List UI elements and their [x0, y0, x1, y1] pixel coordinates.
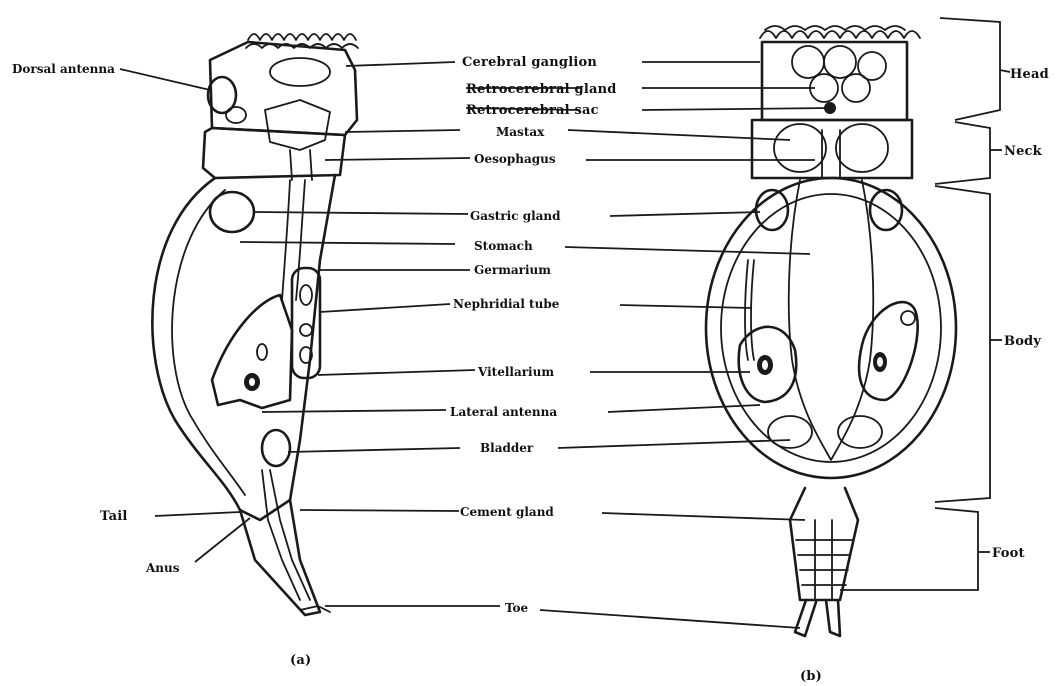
- label-mastax: Mastax: [496, 125, 545, 139]
- label-germarium: Germarium: [474, 263, 551, 277]
- label-dorsal-antenna: Dorsal antenna: [12, 62, 115, 76]
- caption-b: (b): [800, 669, 822, 684]
- label-cement-gland: Cement gland: [460, 505, 554, 519]
- label-head: Head: [1010, 67, 1049, 82]
- label-vitellarium: Vitellarium: [477, 365, 554, 379]
- label-oesophagus: Oesophagus: [474, 152, 556, 166]
- label-gastric-gland: Gastric gland: [470, 209, 561, 223]
- label-foot: Foot: [992, 546, 1025, 561]
- leader-lines: [120, 62, 830, 628]
- label-nephridial-tube: Nephridial tube: [453, 297, 560, 311]
- label-cerebral-ganglion: Cerebral ganglion: [462, 55, 597, 70]
- label-stomach: Stomach: [474, 239, 533, 253]
- label-retrocerebral-sac: Retrocerebral sac: [466, 103, 599, 118]
- lateral-view-figure: [152, 34, 358, 615]
- label-retrocerebral-gland: Retrocerebral gland: [466, 82, 617, 97]
- label-bladder: Bladder: [480, 441, 534, 455]
- caption-a: (a): [290, 653, 311, 668]
- label-toe: Toe: [505, 601, 529, 615]
- dorsal-view-figure: [706, 26, 956, 636]
- region-brackets: [840, 18, 1010, 590]
- label-anus: Anus: [145, 561, 180, 575]
- label-neck: Neck: [1004, 144, 1043, 159]
- label-lateral-antenna: Lateral antenna: [450, 405, 557, 419]
- label-tail: Tail: [100, 509, 128, 524]
- label-body: Body: [1004, 334, 1041, 349]
